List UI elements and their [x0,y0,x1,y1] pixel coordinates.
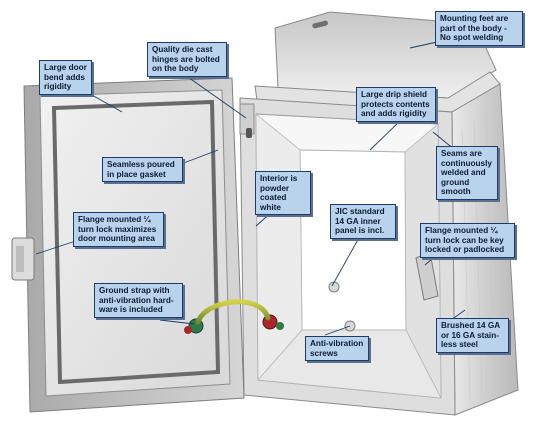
callout-gasket: Seamless poured in place gasket [102,157,183,183]
callout-drip-shield: Large drip shield protects contents and … [356,87,436,122]
callout-flange-key: Flange mounted ¼ turn lock can be key lo… [420,223,515,258]
callout-anti-vibration: Anti-vibration screws [305,336,369,362]
callout-brushed: Brushed 14 GA or 16 GA stain- less steel [436,318,509,353]
callout-flange-door: Flange mounted ¼ turn lock maximizes doo… [73,212,164,247]
callout-interior: Interior is powder coated white [255,171,311,216]
callout-door-bend: Large door bend adds rigidity [39,60,92,95]
callout-hinges: Quality die cast hinges are bolted on th… [147,42,227,77]
callout-ground-strap: Ground strap with anti-vibration hard- w… [94,283,183,318]
ground-strap [195,299,271,325]
leader-lines [35,37,466,336]
callout-inner-panel: JIC standard 14 GA inner panel is incl. [330,204,396,239]
callout-seams: Seams are continuously welded and ground… [436,146,498,200]
callout-mounting-feet: Mounting feet are part of the body - No … [435,11,523,46]
